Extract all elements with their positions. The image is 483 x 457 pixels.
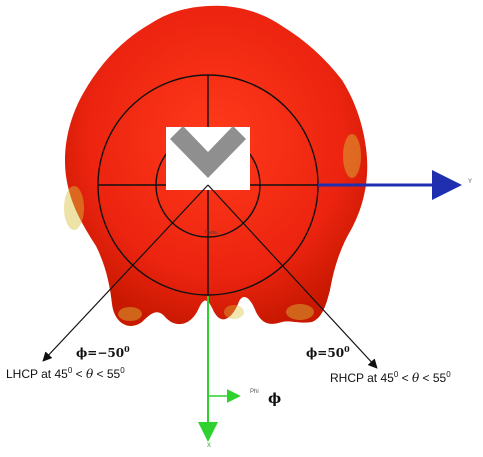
theta-tag: Theta	[204, 230, 217, 236]
lhcp-theta: θ	[85, 367, 94, 381]
phi-plus-50-prefix: ϕ=	[306, 346, 328, 360]
phi-ray-right	[207, 184, 378, 369]
pattern-highlight-left	[64, 186, 84, 230]
lhcp-lt-1: <	[72, 367, 86, 381]
rhcp-lt-2: < 55	[419, 371, 447, 385]
phi-minus-50-prefix: ϕ=	[76, 346, 98, 360]
phi-tag-label: Phi	[250, 389, 259, 395]
x-axis	[198, 296, 241, 442]
lhcp-range-label: LHCP at 450 < θ < 550	[6, 366, 125, 381]
pattern-highlight-bottom-center	[224, 305, 244, 319]
rhcp-range-label: RHCP at 450 < θ < 550	[330, 370, 451, 385]
chevron-down-logo-icon	[170, 126, 246, 178]
phi-minus-50-degree: 0	[124, 344, 130, 354]
phi-plus-50-degree: 0	[344, 344, 350, 354]
lhcp-degree-2: 0	[120, 366, 125, 375]
phi-symbol-label: ϕ	[268, 391, 282, 407]
lhcp-lt-2: < 55	[93, 367, 121, 381]
rhcp-degree-1: 0	[393, 370, 399, 379]
phi-minus-50-value: −50	[97, 346, 125, 360]
phi-ray-left	[42, 184, 209, 362]
lhcp-text: LHCP at 45	[6, 367, 68, 381]
pattern-highlight-bottom-right	[286, 304, 314, 320]
pattern-highlight-bottom-left	[118, 307, 142, 321]
phi-rays	[42, 184, 378, 369]
pattern-highlight-right	[343, 134, 361, 178]
phi-plus-50-label: ϕ=500	[306, 344, 350, 360]
phi-minus-50-label: ϕ=−500	[76, 344, 130, 360]
x-axis-label: X	[207, 443, 212, 449]
rhcp-text: RHCP at 45	[330, 371, 394, 385]
phi-plus-50-value: 50	[327, 346, 345, 360]
y-axis-label: Y	[468, 179, 473, 185]
rhcp-degree-2: 0	[446, 370, 451, 379]
rhcp-theta: θ	[411, 371, 420, 385]
rhcp-lt-1: <	[398, 371, 412, 385]
lhcp-degree-1: 0	[67, 366, 73, 375]
antenna-logo	[166, 126, 250, 190]
